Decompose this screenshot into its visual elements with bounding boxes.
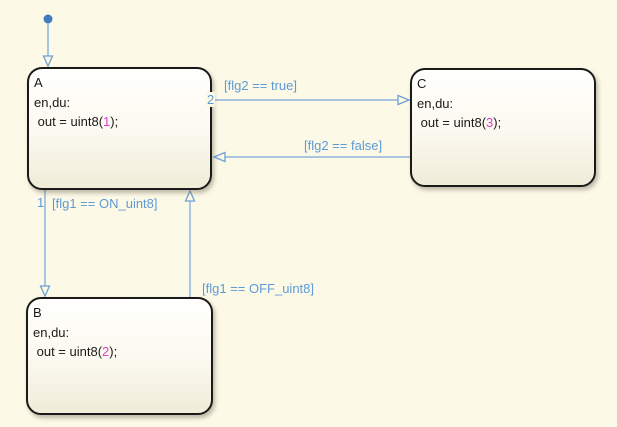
state-b-action-code-suffix: ); — [109, 344, 118, 359]
transition-b-to-a-arrowhead-icon — [184, 189, 196, 202]
state-c-name: C — [417, 76, 427, 91]
state-a-action-code: out = uint8( — [34, 114, 104, 129]
state-b-action-code: out = uint8( — [33, 344, 103, 359]
state-b-name: B — [33, 305, 42, 320]
state-a-action-line: out = uint8(1); — [34, 112, 204, 131]
default-transition-arrowhead-icon — [42, 55, 54, 68]
state-a-name: A — [34, 75, 43, 90]
transition-b-to-a-condition[interactable]: [flg1 == OFF_uint8] — [202, 281, 315, 296]
state-a-action-value: 1 — [103, 114, 111, 129]
state-b-actions-header: en,du: — [33, 325, 70, 340]
state-b[interactable]: B en,du: out = uint8(2); — [26, 297, 213, 415]
state-c-action-value: 3 — [486, 115, 494, 130]
state-a[interactable]: A en,du: out = uint8(1); — [27, 67, 212, 190]
state-c-action-code-suffix: ); — [493, 115, 502, 130]
transition-c-to-a-arrowhead-icon — [212, 151, 226, 163]
state-b-action-value: 2 — [102, 344, 110, 359]
transition-a-to-b-condition[interactable]: [flg1 == ON_uint8] — [52, 196, 158, 211]
transition-a-to-b-order[interactable]: 1 — [37, 195, 45, 210]
transition-a-to-c-order[interactable]: 2 — [206, 92, 216, 107]
state-c-action-code: out = uint8( — [417, 115, 487, 130]
state-a-actions-header: en,du: — [34, 95, 71, 110]
state-a-action-code-suffix: ); — [110, 114, 119, 129]
state-c[interactable]: C en,du: out = uint8(3); — [410, 68, 596, 187]
state-c-actions-header: en,du: — [417, 96, 454, 111]
transition-a-to-c-arrowhead-icon — [397, 94, 411, 106]
state-c-action-line: out = uint8(3); — [417, 113, 588, 132]
transition-a-to-b-arrowhead-icon — [39, 285, 51, 298]
transition-a-to-c-condition[interactable]: [flg2 == true] — [224, 78, 297, 93]
default-transition-dot[interactable] — [43, 14, 53, 24]
transition-c-to-a-condition[interactable]: [flg2 == false] — [304, 138, 383, 153]
state-b-action-line: out = uint8(2); — [33, 342, 205, 361]
